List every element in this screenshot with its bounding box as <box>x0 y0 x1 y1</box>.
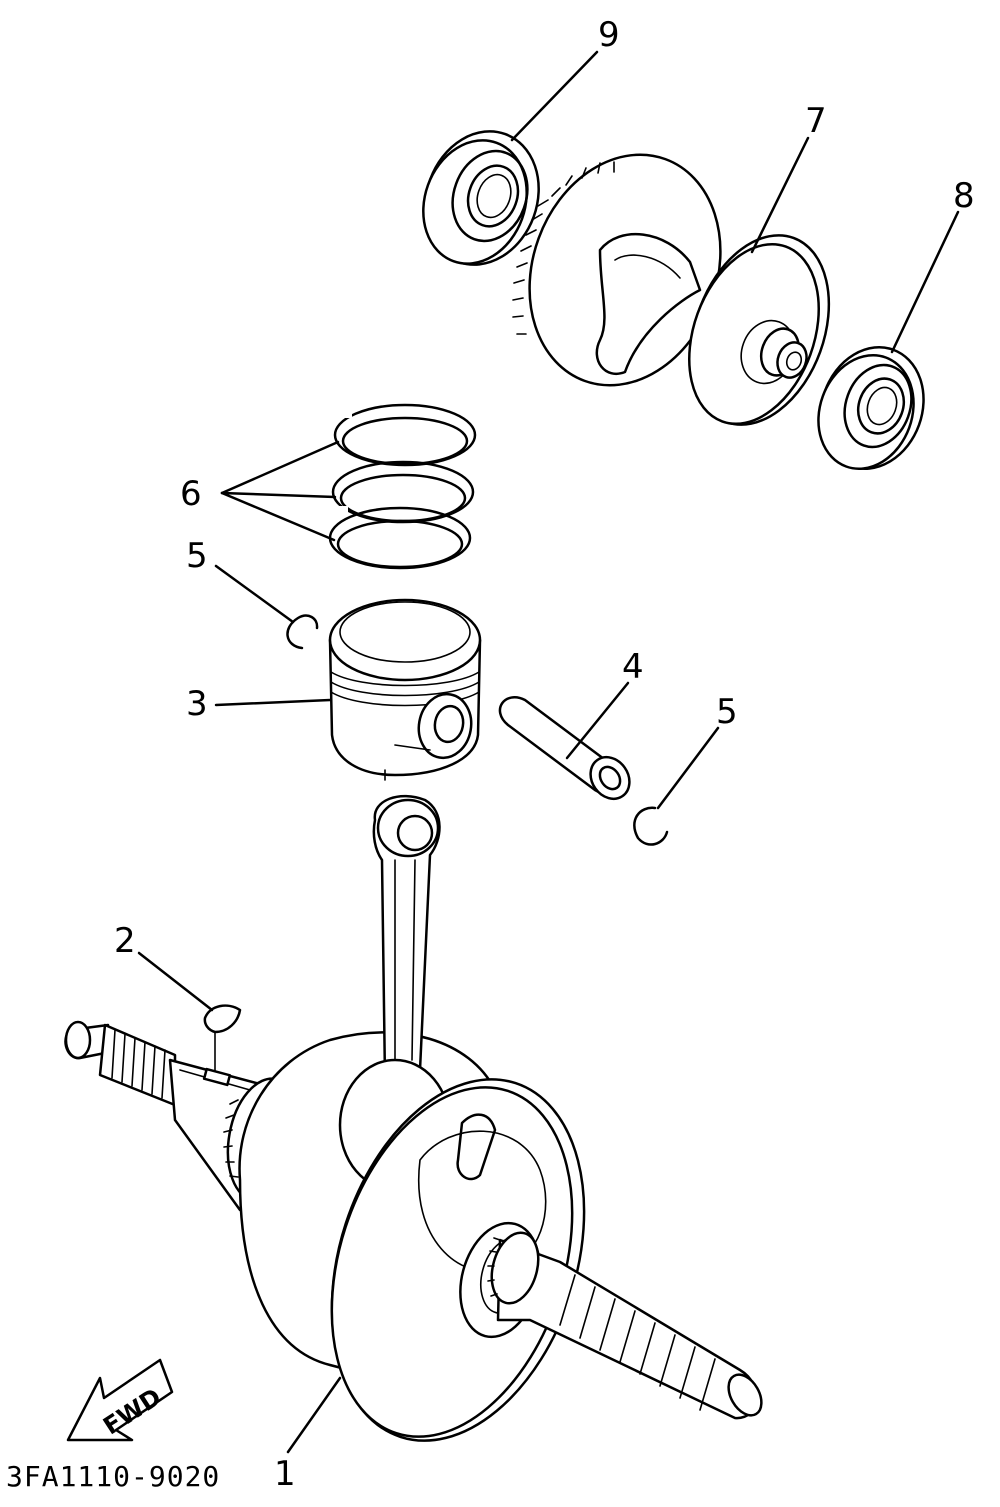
piston-rings-6-drawing <box>328 403 477 570</box>
leader-lines <box>137 50 960 1454</box>
callout-3: 3 <box>186 684 208 724</box>
clip-5-left-drawing <box>286 614 319 650</box>
callout-5-left: 5 <box>186 536 208 576</box>
bearing-8-drawing <box>817 346 925 470</box>
callout-2: 2 <box>114 921 136 961</box>
clip-5-right-drawing <box>633 806 669 846</box>
piston-3-drawing <box>328 598 482 781</box>
balancer-7-drawing <box>512 153 831 426</box>
crankshaft-1-drawing <box>64 794 763 1442</box>
callout-1: 1 <box>274 1454 296 1494</box>
part-code: 3FA1110-9020 <box>6 1460 220 1493</box>
callout-9: 9 <box>598 15 620 55</box>
callout-8: 8 <box>953 176 975 216</box>
fwd-arrow: FWD <box>66 1358 174 1442</box>
callout-4: 4 <box>622 647 644 687</box>
callout-7: 7 <box>805 101 827 141</box>
callout-6: 6 <box>180 474 202 514</box>
callout-5-right: 5 <box>716 692 738 732</box>
key-2-drawing <box>203 1004 242 1076</box>
piston-pin-4-drawing <box>498 696 631 801</box>
bearing-9-drawing <box>422 130 540 266</box>
